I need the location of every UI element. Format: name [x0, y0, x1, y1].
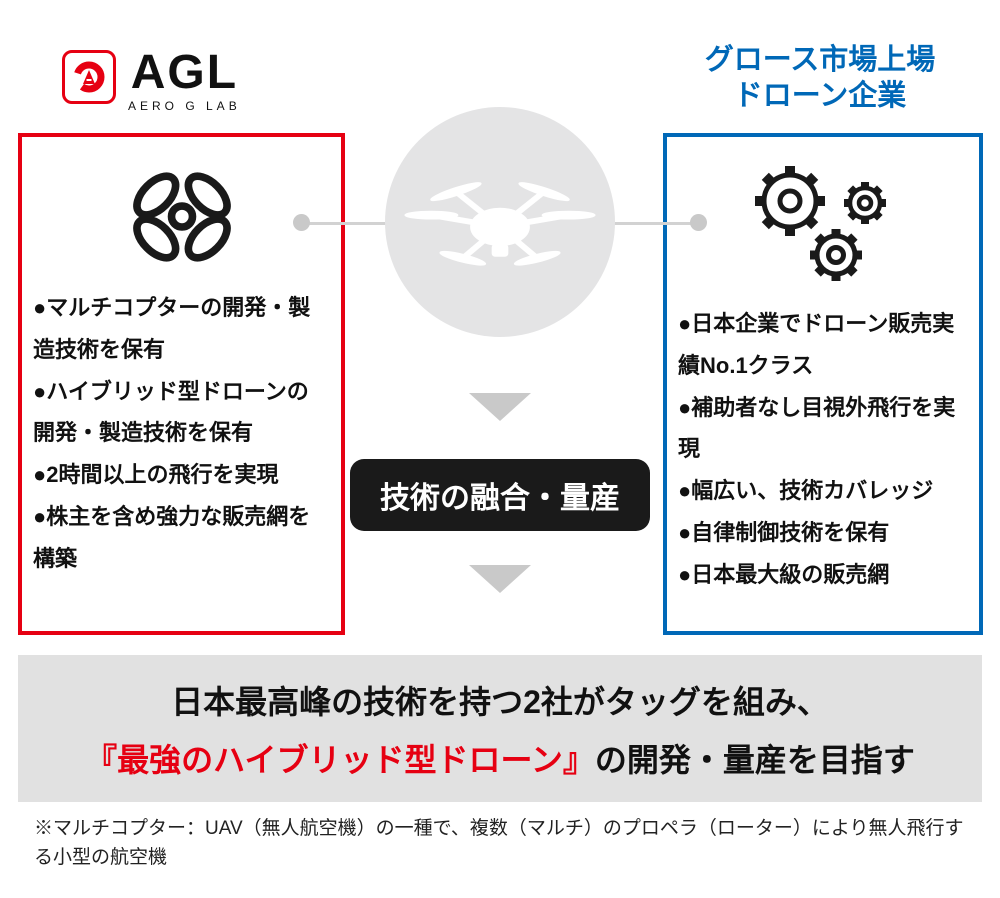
bullet-item: ●日本企業でドローン販売実績No.1クラス: [678, 311, 955, 378]
bullet-item: ●株主を含め強力な販売網を構築: [33, 503, 311, 571]
logo-subtitle: AERO G LAB: [128, 98, 241, 113]
summary-line2-rest: の開発・量産を目指す: [594, 741, 915, 778]
footnote: ※マルチコプター：UAV（無人航空機）の一種で、複数（マルチ）のプロペラ（ロータ…: [34, 818, 964, 869]
partner-feature-box: ●日本企業でドローン販売実績No.1クラス ●補助者なし目視外飛行を実現 ●幅広…: [663, 133, 983, 635]
drone-circle: [385, 107, 615, 337]
connector-dot-right: [690, 214, 707, 231]
partner-label-line2: ドローン企業: [733, 80, 907, 113]
summary-band: 日本最高峰の技術を持つ2社がタッグを組み、 『最強のハイブリッド型ドローン』の開…: [18, 655, 982, 802]
agl-bullet-list: ●マルチコプターの開発・製造技術を保有 ●ハイブリッド型ドローンの開発・製造技術…: [22, 287, 341, 580]
partner-bullet-list: ●日本企業でドローン販売実績No.1クラス ●補助者なし目視外飛行を実現 ●幅広…: [667, 303, 979, 596]
agl-logo-mark-icon: [62, 50, 116, 104]
bullet-item: ●補助者なし目視外飛行を実現: [678, 394, 956, 462]
quadcopter-icon: [22, 167, 341, 267]
bullet-item: ●日本最大級の販売網: [678, 561, 890, 587]
summary-line2-highlight: 『最強のハイブリッド型ドローン』: [85, 741, 595, 778]
connector-dot-left: [293, 214, 310, 231]
fusion-badge: 技術の融合・量産: [350, 459, 650, 531]
agl-logo-text: AGL AERO G LAB: [128, 46, 241, 113]
bullet-item: ●ハイブリッド型ドローンの開発・製造技術を保有: [33, 378, 309, 446]
partner-company-label: グロース市場上場 ドローン企業: [650, 42, 990, 115]
hexacopter-silhouette-icon: [404, 182, 596, 266]
bullet-item: ●幅広い、技術カバレッジ: [678, 478, 934, 504]
down-arrow-icon: [469, 565, 531, 593]
partner-label-line1: グロース市場上場: [704, 44, 936, 76]
bullet-item: ●2時間以上の飛行を実現: [33, 462, 279, 488]
agl-logo: AGL AERO G LAB: [62, 46, 241, 113]
down-arrow-icon: [469, 393, 531, 421]
summary-line2: 『最強のハイブリッド型ドローン』の開発・量産を目指す: [85, 735, 915, 781]
summary-line1: 日本最高峰の技術を持つ2社がタッグを組み、: [171, 683, 829, 720]
gears-icon: [667, 161, 979, 283]
agl-feature-box: ●マルチコプターの開発・製造技術を保有 ●ハイブリッド型ドローンの開発・製造技術…: [18, 133, 345, 635]
bullet-item: ●自律制御技術を保有: [678, 519, 890, 545]
bullet-item: ●マルチコプターの開発・製造技術を保有: [33, 295, 311, 362]
logo-name: AGL: [130, 46, 239, 99]
